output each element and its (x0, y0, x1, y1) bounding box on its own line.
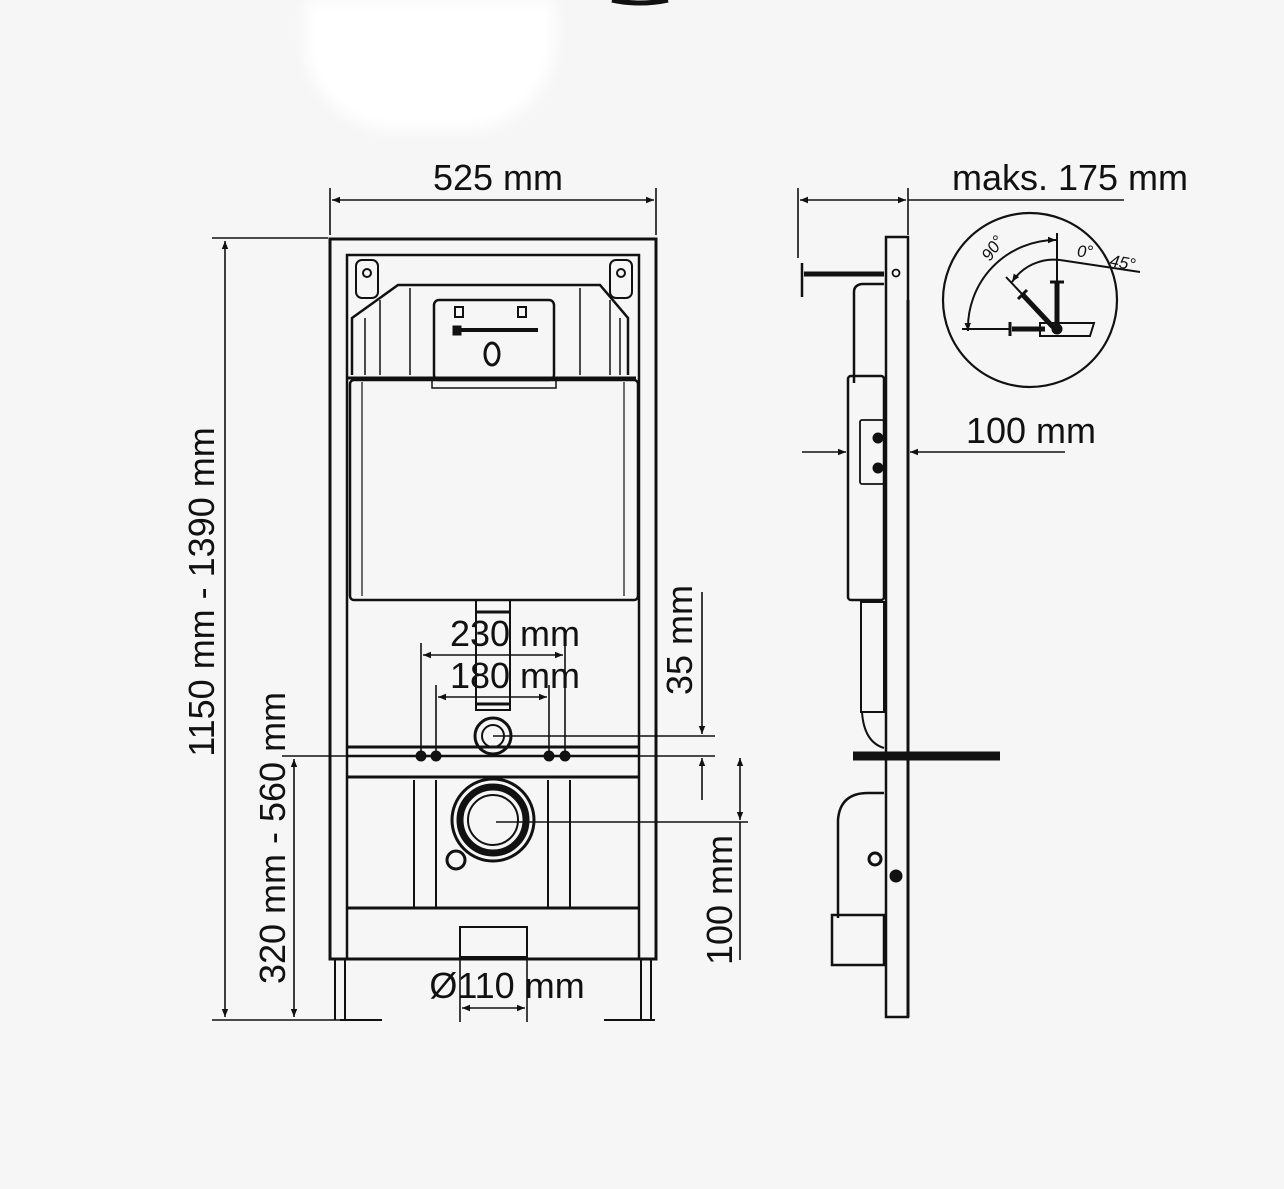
width-label: 525 mm (433, 157, 563, 198)
angle-detail (941, 211, 1141, 389)
fixing-inner-label: 180 mm (450, 655, 580, 696)
thickness-label: 100 mm (966, 410, 1096, 451)
angle-0-label: 0° (1077, 242, 1093, 261)
angle-45-label: 45° (1108, 251, 1137, 274)
flush-offset-label: 35 mm (659, 585, 700, 695)
side-view (800, 235, 1000, 1019)
fixing-outer-label: 230 mm (450, 613, 580, 654)
drain-diameter-label: Ø110 mm (429, 965, 584, 1006)
depth-label: maks. 175 mm (952, 157, 1188, 198)
bowl-offset-label: 100 mm (699, 835, 740, 965)
angle-90-label: 90° (978, 232, 1008, 264)
height-label: 1150 mm - 1390 mm (181, 427, 222, 756)
side-dimensions (797, 188, 1124, 456)
background-highlight (305, 0, 555, 130)
top-arc-fragment (611, 0, 669, 6)
outlet-height-label: 320 mm - 560 mm (252, 692, 293, 984)
front-dimensions (212, 188, 748, 1022)
